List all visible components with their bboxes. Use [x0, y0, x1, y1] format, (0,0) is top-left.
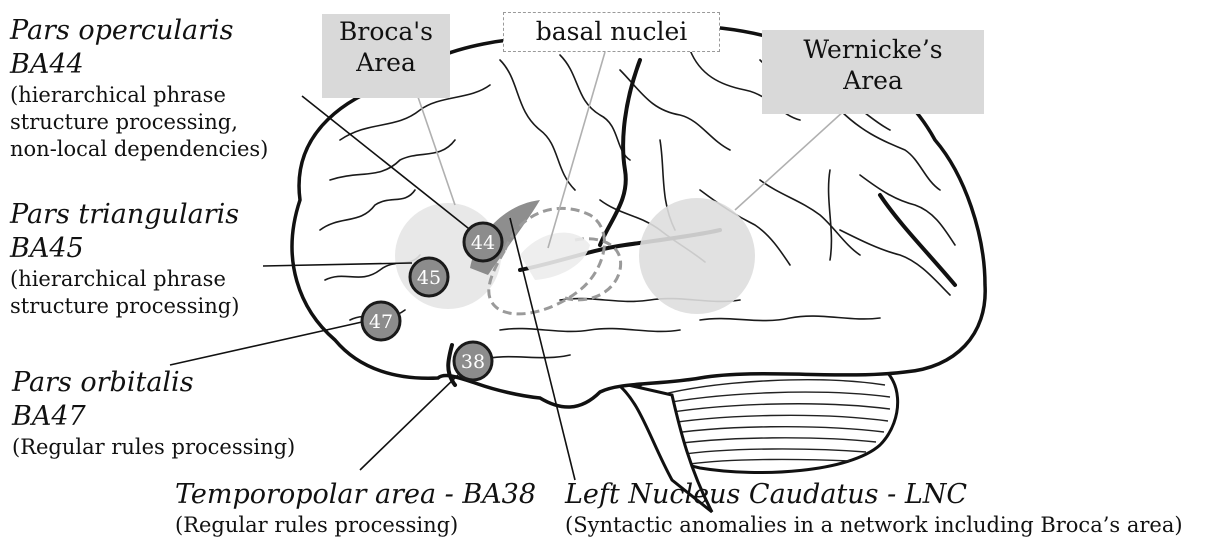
pars-triangularis-ba: BA45 — [10, 232, 239, 266]
badge-38: 38 — [454, 342, 492, 380]
pars-orbitalis-ba: BA47 — [12, 400, 295, 434]
pars-triangularis-desc-1: (hierarchical phrase — [10, 266, 239, 293]
pars-opercularis-desc-3: non-local dependencies) — [10, 136, 268, 163]
badge-44-label: 44 — [471, 232, 495, 254]
lnc-label: Left Nucleus Caudatus - LNC (Syntactic a… — [565, 478, 1183, 539]
badge-47-label: 47 — [369, 311, 393, 333]
pars-opercularis-desc-1: (hierarchical phrase — [10, 82, 268, 109]
pars-triangularis-desc-2: structure processing) — [10, 293, 239, 320]
broca-area-box-line1: Broca's — [322, 16, 450, 47]
badge-44: 44 — [464, 223, 502, 261]
wernicke-area-box-line1: Wernicke’s — [762, 34, 984, 65]
pars-opercularis-desc-2: structure processing, — [10, 109, 268, 136]
lnc-name: Left Nucleus Caudatus - LNC — [565, 478, 1183, 512]
badge-45: 45 — [410, 258, 448, 296]
pars-orbitalis-label: Pars orbitalis BA47 (Regular rules proce… — [12, 366, 295, 461]
basal-nuclei-box: basal nuclei — [503, 12, 720, 52]
temporopolar-name: Temporopolar area - BA38 — [175, 478, 536, 512]
badge-45-label: 45 — [417, 267, 441, 289]
temporopolar-label: Temporopolar area - BA38 (Regular rules … — [175, 478, 536, 539]
wernicke-area-box-line2: Area — [762, 65, 984, 96]
pars-opercularis-ba: BA44 — [10, 48, 268, 82]
pars-orbitalis-name: Pars orbitalis — [12, 366, 295, 400]
badge-38-label: 38 — [461, 351, 485, 373]
pars-triangularis-name: Pars triangularis — [10, 198, 239, 232]
pars-orbitalis-desc-1: (Regular rules processing) — [12, 434, 295, 461]
temporopolar-desc: (Regular rules processing) — [175, 512, 536, 539]
basal-nuclei-box-label: basal nuclei — [536, 17, 688, 46]
badge-47: 47 — [362, 302, 400, 340]
pars-opercularis-label: Pars opercularis BA44 (hierarchical phra… — [10, 14, 268, 163]
broca-area-box: Broca's Area — [322, 14, 450, 98]
broca-area-box-line2: Area — [322, 47, 450, 78]
lnc-desc: (Syntactic anomalies in a network includ… — [565, 512, 1183, 539]
wernicke-area-box: Wernicke’s Area — [762, 30, 984, 114]
pars-opercularis-name: Pars opercularis — [10, 14, 268, 48]
pars-triangularis-label: Pars triangularis BA45 (hierarchical phr… — [10, 198, 239, 320]
